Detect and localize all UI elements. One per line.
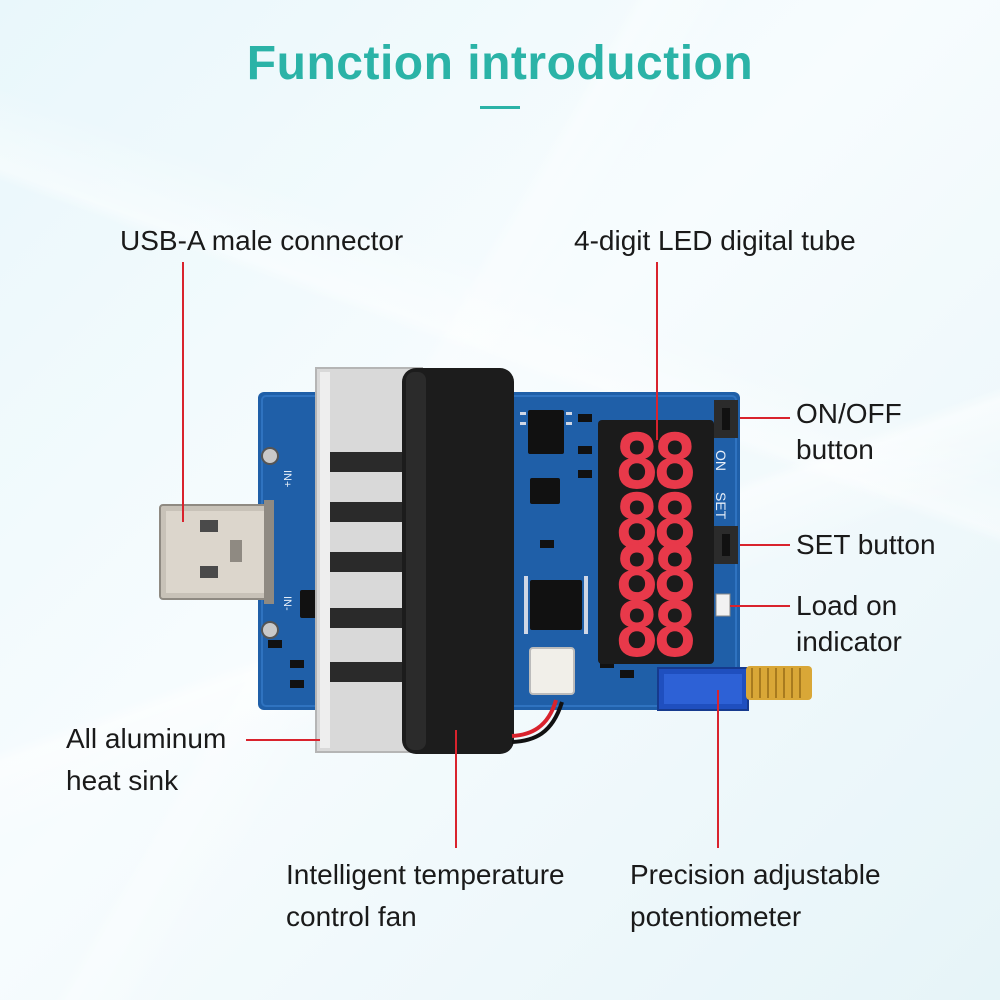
label-line: 4-digit LED digital tube (574, 225, 856, 256)
svg-text:8: 8 (614, 529, 660, 618)
label-line: button (796, 434, 874, 465)
set-mark: SET (713, 492, 729, 520)
led-digits: 8 8 8 8 8 8 8 8 (614, 417, 698, 674)
title-underline (480, 106, 520, 109)
label-set-button: SET button (796, 524, 936, 566)
on-off-switch (714, 400, 738, 438)
label-line: SET button (796, 529, 936, 560)
led-display: 8 8 8 8 8 8 8 8 (598, 417, 714, 674)
label-line: potentiometer (630, 901, 802, 932)
label-line: Intelligent temperature (286, 859, 565, 890)
set-switch (714, 526, 738, 564)
svg-text:8: 8 (614, 477, 660, 566)
label-line: All aluminum (66, 723, 227, 754)
label-on-off-button: ON/OFF button (796, 396, 902, 468)
fan-connector (529, 647, 575, 695)
usb-a-connector (159, 500, 274, 604)
label-line: Precision adjustable (630, 859, 881, 890)
label-line: indicator (796, 626, 902, 657)
page-title: Function introduction (246, 37, 754, 90)
label-line: Load on (796, 590, 898, 621)
label-heat-sink: All aluminum heat sink (66, 718, 226, 802)
svg-text:8: 8 (652, 585, 698, 674)
precision-potentiometer (657, 666, 812, 711)
svg-text:8: 8 (614, 417, 660, 506)
callout-lines (182, 262, 790, 848)
label-line: USB-A male connector (120, 225, 404, 256)
svg-text:8: 8 (614, 585, 660, 674)
svg-text:8: 8 (652, 417, 698, 506)
label-potentiometer: Precision adjustable potentiometer (630, 854, 881, 938)
temperature-control-fan (402, 368, 514, 754)
label-load-indicator: Load on indicator (796, 588, 902, 660)
label-led-tube: 4-digit LED digital tube (574, 220, 856, 262)
svg-text:8: 8 (652, 529, 698, 618)
label-line: ON/OFF (796, 398, 902, 429)
label-line: control fan (286, 901, 417, 932)
label-fan: Intelligent temperature control fan (286, 854, 565, 938)
on-mark: ON (713, 450, 729, 471)
label-usb-connector: USB-A male connector (120, 220, 403, 262)
load-indicator-led (715, 593, 731, 617)
pcb-components (268, 410, 634, 688)
in-plus-mark: IN+ (281, 470, 293, 487)
label-line: heat sink (66, 765, 179, 796)
in-minus-mark: IN- (281, 596, 293, 611)
svg-text:8: 8 (652, 477, 698, 566)
